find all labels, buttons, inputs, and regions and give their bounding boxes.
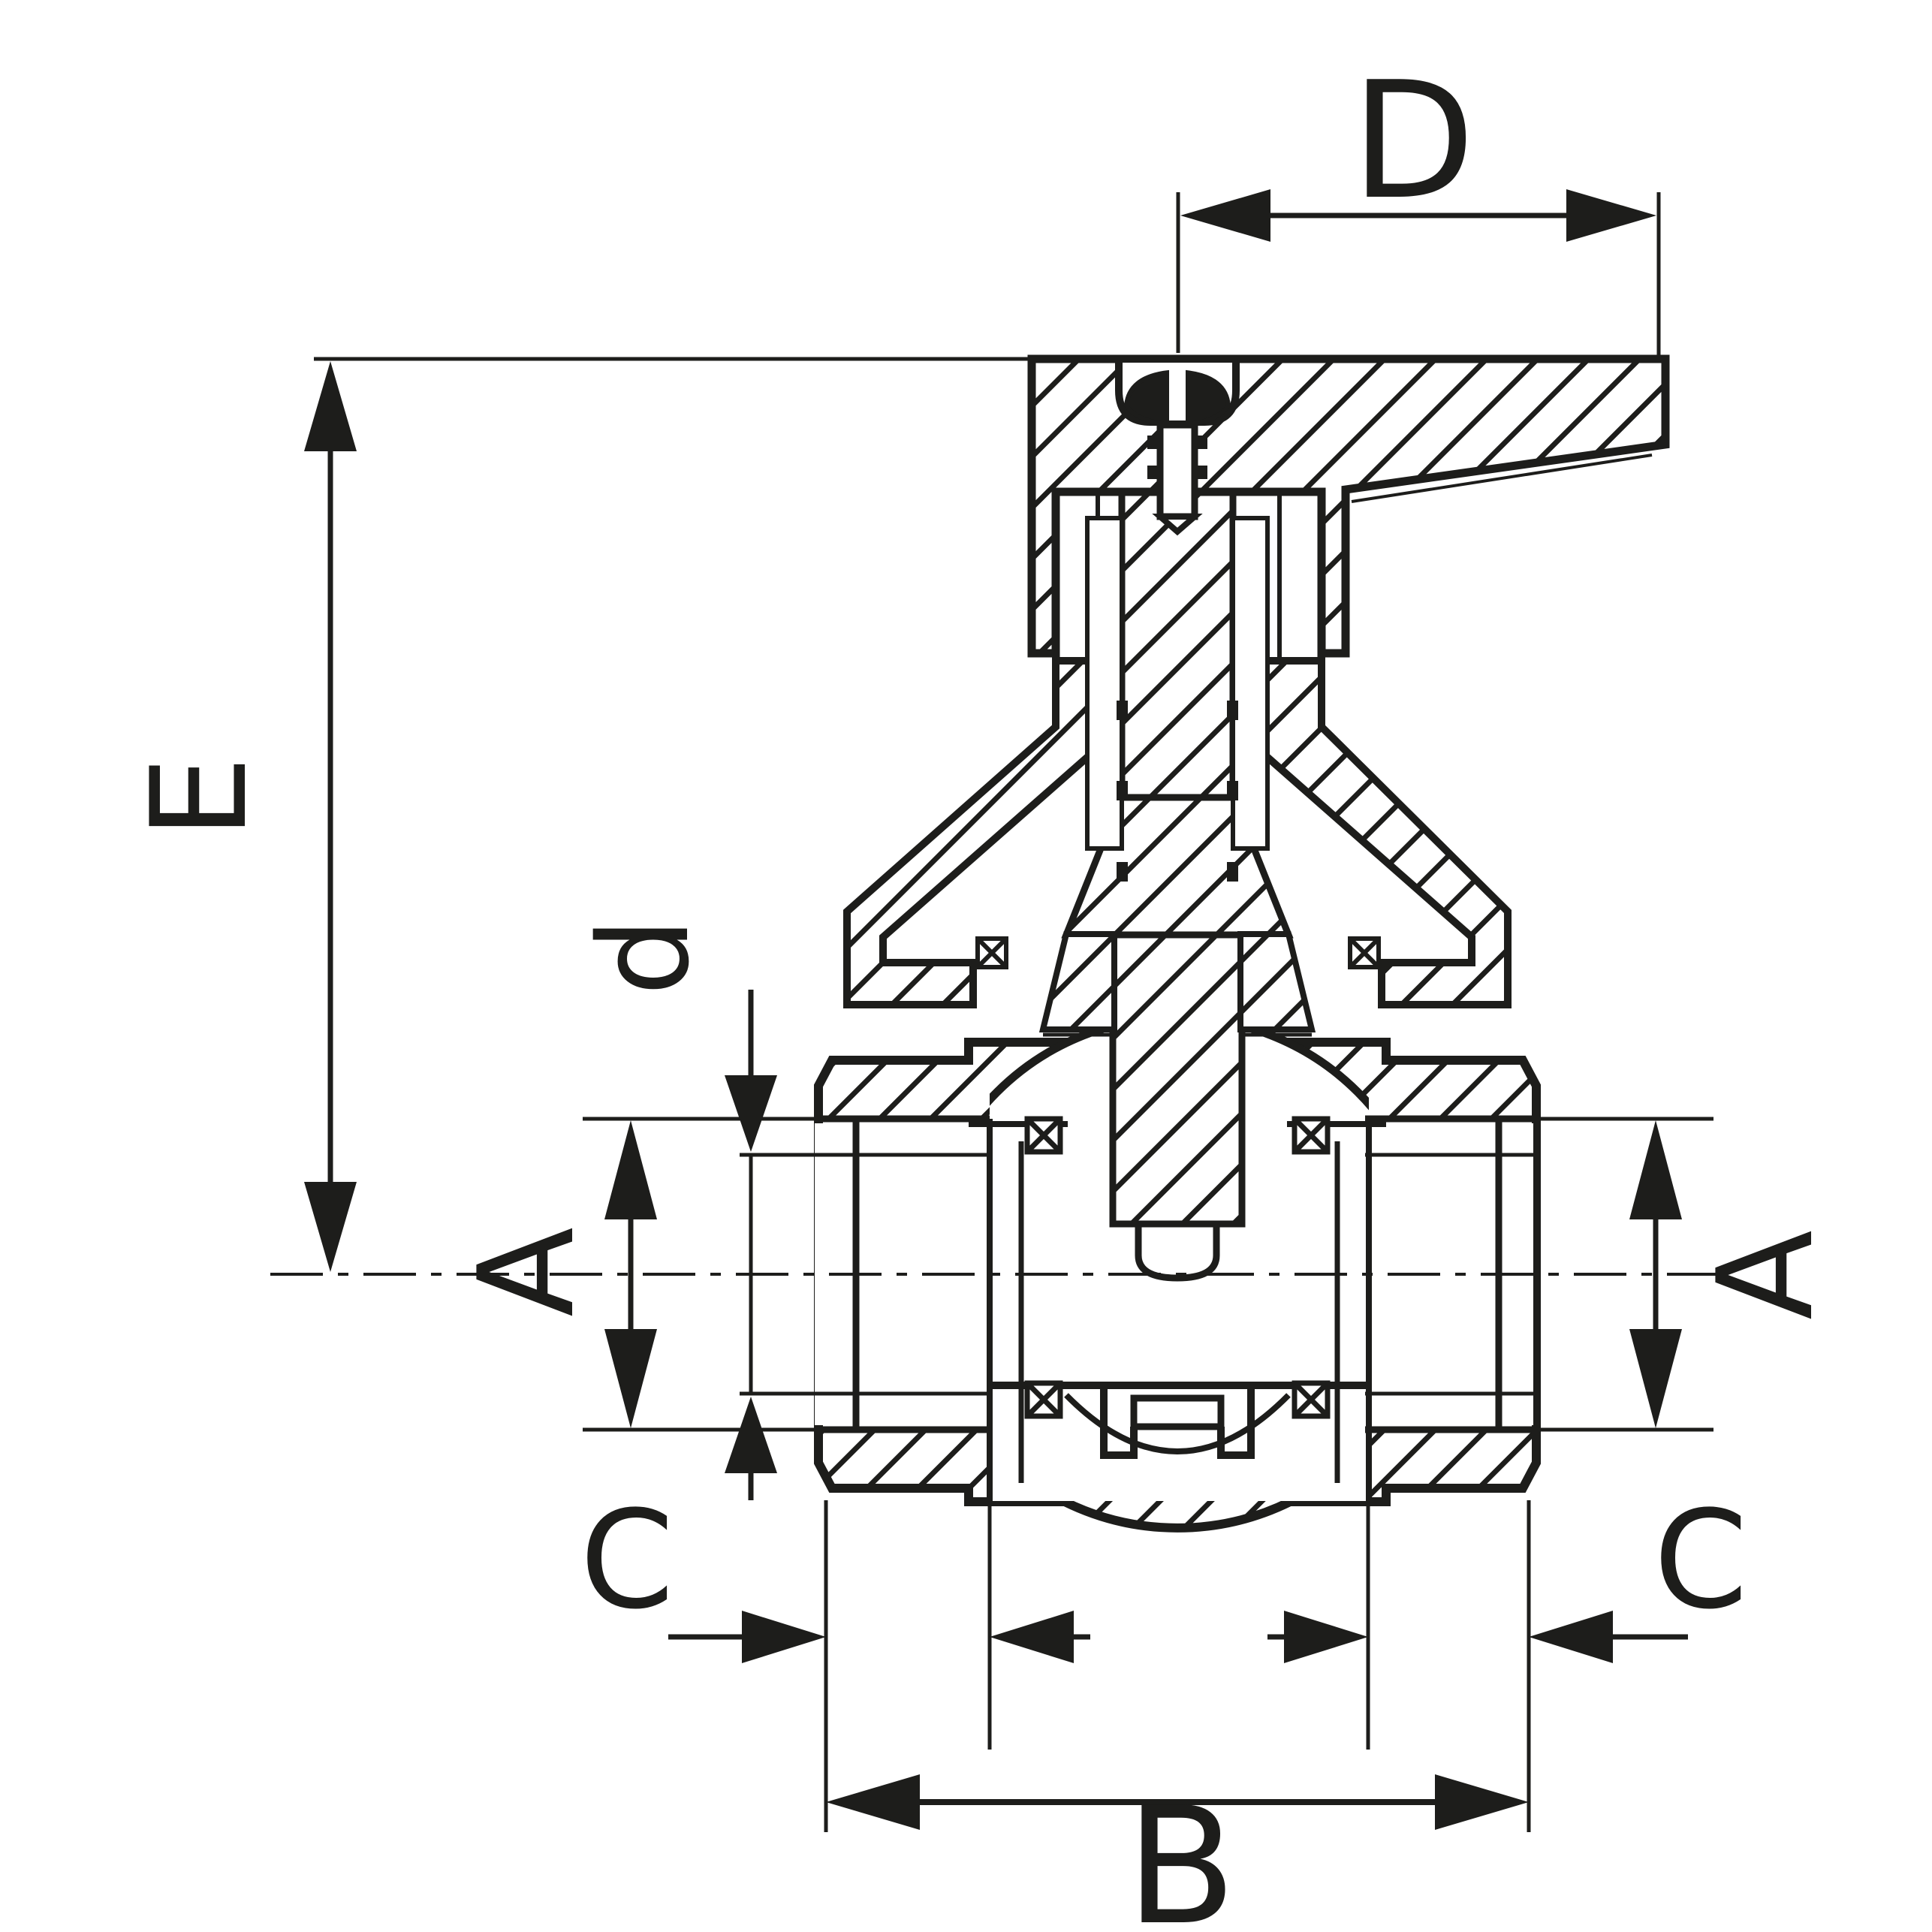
seal-top-left — [1024, 1116, 1063, 1155]
dimension-b: B — [826, 1772, 1529, 1932]
dim-label-b: B — [1126, 1772, 1237, 1932]
dim-label-d-bore: d — [572, 918, 716, 996]
packing-sleeve-left — [1085, 516, 1124, 851]
packing-glands — [1038, 931, 1316, 1032]
dimension-c-left: C — [580, 1482, 1090, 1832]
seal-bottom-right — [1292, 1380, 1331, 1419]
skirt-seal-left — [975, 936, 1008, 969]
screw-thread-bumps — [1147, 436, 1207, 479]
skirt-seal-right — [1348, 936, 1381, 969]
valve-piston — [1061, 792, 1294, 1282]
stem-seal-dots — [1117, 701, 1238, 882]
handle-screw — [1123, 366, 1231, 536]
packing-sleeve-right — [1231, 516, 1270, 851]
seal-bottom-left — [1024, 1380, 1063, 1419]
dim-label-d-top: D — [1351, 47, 1475, 235]
seat-seals — [1024, 1116, 1331, 1419]
piston-tip — [1135, 1220, 1220, 1282]
dim-label-a-right: A — [1690, 1230, 1843, 1320]
dim-label-a-left: A — [451, 1227, 604, 1317]
dimension-e: E — [124, 357, 1032, 1272]
dim-label-c-right: C — [1653, 1482, 1748, 1639]
screw-shank — [1156, 421, 1198, 520]
screw-tip — [1152, 514, 1203, 536]
valve-handle — [1027, 354, 1670, 658]
screw-slot — [1169, 366, 1186, 420]
seal-top-right — [1292, 1116, 1331, 1155]
dimension-a-left: A — [451, 1117, 815, 1432]
piston-column — [1109, 931, 1246, 1228]
dimensions: E D d A — [124, 47, 1843, 1932]
dimension-c-right: C — [1267, 1482, 1748, 1832]
dimension-a-right: A — [1536, 1117, 1843, 1432]
dimension-d-top: D — [1176, 47, 1661, 357]
dim-label-c-left: C — [580, 1482, 674, 1639]
dimension-d-bore: d — [572, 918, 777, 1500]
dim-label-e: E — [124, 756, 276, 839]
handle-accent-line — [1351, 454, 1653, 503]
